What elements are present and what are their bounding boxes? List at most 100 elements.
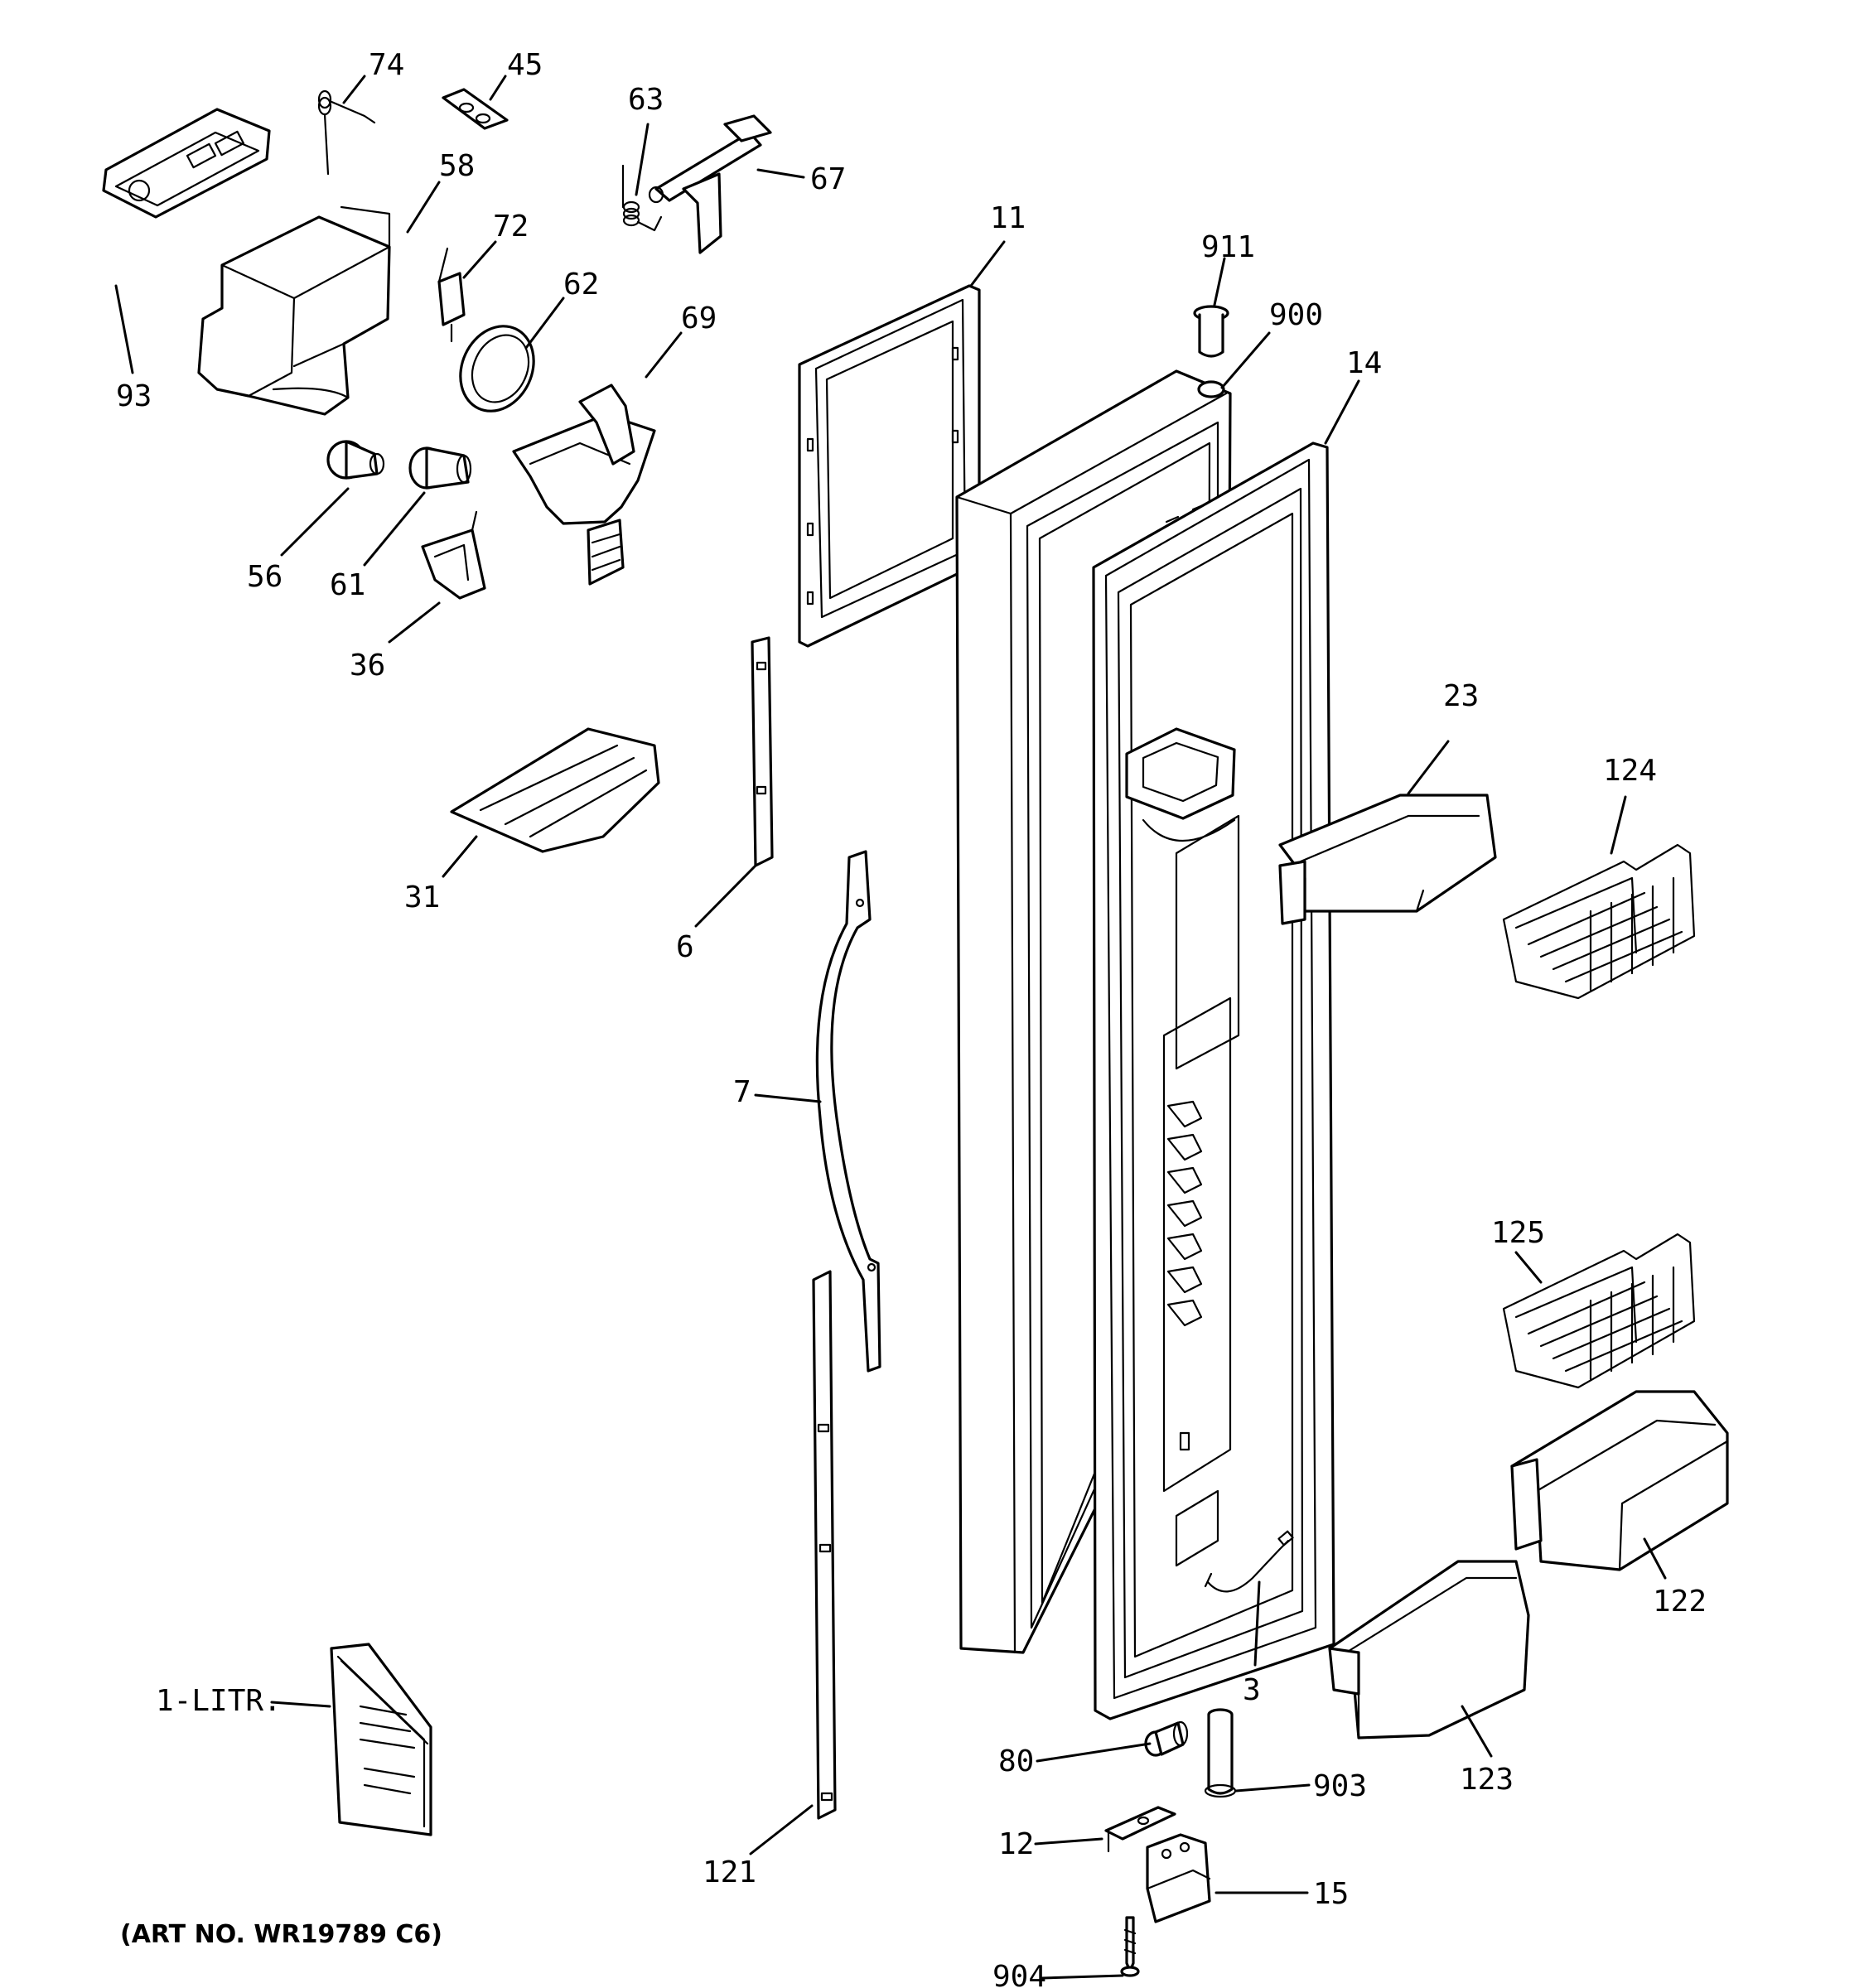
- part-15-hinge[interactable]: [1146, 1833, 1211, 1923]
- callout-labels: 74 45 63 67 58 72 62 69 93 56 61 36 11 9…: [116, 48, 1707, 1988]
- callout-903: 903: [1313, 1769, 1367, 1803]
- part-12-bracket[interactable]: [1104, 1806, 1176, 1853]
- part-63-spring[interactable]: [621, 164, 663, 232]
- callout-15: 15: [1313, 1877, 1349, 1911]
- part-123-door-bin[interactable]: [1328, 1560, 1530, 1740]
- part-11-door-frame[interactable]: [798, 284, 981, 648]
- part-122-door-bin[interactable]: [1510, 1390, 1729, 1571]
- leader-121: [749, 1804, 814, 1855]
- leader-93: [114, 284, 134, 374]
- leader-56: [280, 487, 350, 557]
- leader-1-litr: [270, 1701, 331, 1708]
- leader-lines: [114, 75, 1667, 1980]
- leader-123: [1461, 1705, 1493, 1758]
- leader-58: [406, 181, 441, 234]
- part-121-long-trim[interactable]: [812, 1270, 837, 1820]
- part-36-bracket[interactable]: [421, 510, 486, 600]
- leader-45: [489, 75, 507, 101]
- leader-36: [388, 601, 441, 644]
- leader-11: [969, 240, 1006, 287]
- part-904-screw[interactable]: [1120, 1916, 1140, 1977]
- part-62-ring[interactable]: [447, 314, 548, 423]
- callout-56: 56: [247, 560, 282, 594]
- leader-911: [1213, 257, 1226, 306]
- leader-67: [756, 168, 805, 179]
- leader-3: [1253, 1580, 1261, 1667]
- callout-74: 74: [369, 48, 404, 82]
- part-14-gasket[interactable]: [1092, 442, 1335, 1720]
- callout-31: 31: [404, 881, 440, 914]
- leader-61: [363, 491, 426, 567]
- part-900-cap[interactable]: [1197, 380, 1225, 398]
- part-6-trim-strip[interactable]: [751, 636, 774, 867]
- part-7-handle[interactable]: [815, 850, 881, 1373]
- callout-67: 67: [810, 162, 846, 196]
- leader-62: [524, 297, 565, 350]
- part-61-bearing[interactable]: [408, 446, 472, 490]
- part-72-switch[interactable]: [437, 247, 466, 343]
- callout-45: 45: [507, 48, 543, 82]
- part-911-bushing[interactable]: [1193, 305, 1229, 358]
- part-67-solenoid[interactable]: [648, 114, 772, 254]
- part-69-ice-chute[interactable]: [512, 384, 656, 586]
- part-23-door-bin[interactable]: [1278, 794, 1497, 925]
- door-liner-details: [1125, 504, 1240, 1567]
- callout-72: 72: [493, 210, 529, 244]
- callout-58: 58: [439, 149, 475, 183]
- part-124-wire-basket[interactable]: [1502, 843, 1696, 1000]
- callout-62: 62: [563, 268, 599, 302]
- part-903-pin[interactable]: [1204, 1708, 1237, 1798]
- part-80-plug[interactable]: [1144, 1720, 1189, 1757]
- leader-125: [1514, 1251, 1543, 1284]
- part-3-wire-harness[interactable]: [1204, 1530, 1294, 1593]
- leader-900: [1220, 331, 1271, 389]
- leader-74: [342, 75, 366, 104]
- leader-12: [1034, 1837, 1103, 1846]
- part-1-litr-booklet[interactable]: [330, 1643, 432, 1836]
- callout-80: 80: [998, 1744, 1034, 1778]
- callout-6: 6: [676, 930, 694, 964]
- leader-14: [1324, 379, 1360, 445]
- part-93-control-panel[interactable]: [102, 108, 271, 219]
- callout-11: 11: [990, 201, 1026, 235]
- part-31-drip-tray[interactable]: [450, 727, 660, 853]
- leader-80: [1036, 1742, 1152, 1763]
- callout-36: 36: [350, 649, 385, 683]
- callout-122: 122: [1653, 1585, 1707, 1619]
- leader-124: [1610, 795, 1627, 855]
- callout-63: 63: [628, 83, 664, 117]
- callout-23: 23: [1443, 679, 1479, 713]
- callout-900: 900: [1269, 298, 1323, 332]
- leader-69: [645, 331, 683, 379]
- part-45-bracket[interactable]: [442, 88, 509, 130]
- callout-7: 7: [733, 1075, 751, 1109]
- callout-14: 14: [1346, 346, 1382, 380]
- part-56-knob[interactable]: [326, 440, 385, 480]
- part-125-wire-basket[interactable]: [1502, 1233, 1696, 1389]
- callout-69: 69: [681, 302, 717, 335]
- callout-3: 3: [1243, 1673, 1261, 1707]
- part-74-spring[interactable]: [317, 89, 376, 176]
- leader-31: [442, 835, 478, 878]
- callout-12: 12: [998, 1827, 1034, 1861]
- leader-904: [1041, 1974, 1124, 1980]
- art-number: (ART NO. WR19789 C6): [120, 1920, 442, 1949]
- callout-123: 123: [1460, 1763, 1514, 1797]
- callout-911: 911: [1201, 230, 1255, 264]
- leader-122: [1643, 1537, 1667, 1580]
- leader-63: [635, 123, 650, 196]
- callout-1-litr: 1-LITR.: [156, 1684, 282, 1718]
- leader-6: [694, 864, 757, 928]
- callout-93: 93: [116, 379, 152, 413]
- callout-121: 121: [703, 1855, 756, 1889]
- part-58-dispenser-housing[interactable]: [197, 205, 391, 416]
- callout-124: 124: [1603, 754, 1657, 788]
- callout-61: 61: [330, 568, 365, 602]
- leader-7: [754, 1093, 822, 1103]
- leader-72: [462, 240, 497, 279]
- callout-904: 904: [992, 1960, 1046, 1988]
- leader-23: [1407, 740, 1450, 795]
- leader-903: [1234, 1783, 1311, 1793]
- callout-125: 125: [1491, 1216, 1545, 1250]
